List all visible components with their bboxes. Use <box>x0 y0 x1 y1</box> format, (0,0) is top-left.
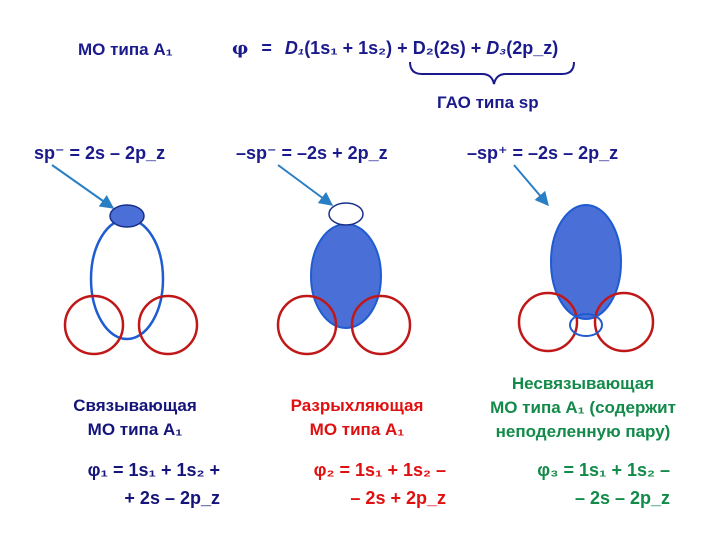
caption-bonding: Связывающая МО типа А₁ <box>73 396 197 439</box>
phi-symbol: φ <box>232 38 249 59</box>
red-circle-left <box>276 294 338 356</box>
hybrid-label-1: sp⁻ = 2s – 2p_z <box>34 143 166 163</box>
red-circle-right <box>350 294 412 356</box>
orbital-group-bonding <box>51 164 199 356</box>
caption-nonbonding: Несвязывающая МО типа А₁ (содержит непод… <box>490 374 676 441</box>
orbital-group-nonbonding <box>513 164 655 353</box>
small-filled-lobe <box>109 204 145 228</box>
red-circle-right <box>593 291 655 353</box>
arrow-2 <box>277 164 334 206</box>
red-circle-left <box>517 291 579 353</box>
red-circle-right <box>137 294 199 356</box>
large-filled-ellipse <box>550 204 622 320</box>
hybrid-label-3: –sp⁺ = –2s – 2p_z <box>467 143 619 163</box>
caption-antibonding: Разрыхляющая МО типа А₁ <box>290 396 424 439</box>
phi-equation: φ = D₁(1s₁ + 1s₂) + D₂(2s) + D₃(2p_z) <box>232 38 559 59</box>
small-open-lobe <box>328 202 364 226</box>
red-circle-left <box>63 294 125 356</box>
formula-phi2: φ₂ = 1s₁ + 1s₂ – – 2s + 2p_z <box>313 460 446 508</box>
blue-outline-ellipse <box>89 217 165 341</box>
orbital-group-antibonding <box>276 164 412 356</box>
hybrid-label-2: –sp⁻ = –2s + 2p_z <box>236 143 388 163</box>
small-open-lobe <box>569 313 603 337</box>
mo-type-label: МО типа А₁ <box>78 40 173 59</box>
large-filled-ellipse <box>310 223 382 329</box>
formula-phi1: φ₁ = 1s₁ + 1s₂ + + 2s – 2p_z <box>87 460 220 508</box>
arrow-3 <box>513 164 549 207</box>
brace <box>409 61 575 85</box>
arrow-1 <box>51 164 115 209</box>
formula-phi3: φ₃ = 1s₁ + 1s₂ – – 2s – 2p_z <box>537 460 670 508</box>
gao-label: ГАО типа sp <box>437 93 539 112</box>
